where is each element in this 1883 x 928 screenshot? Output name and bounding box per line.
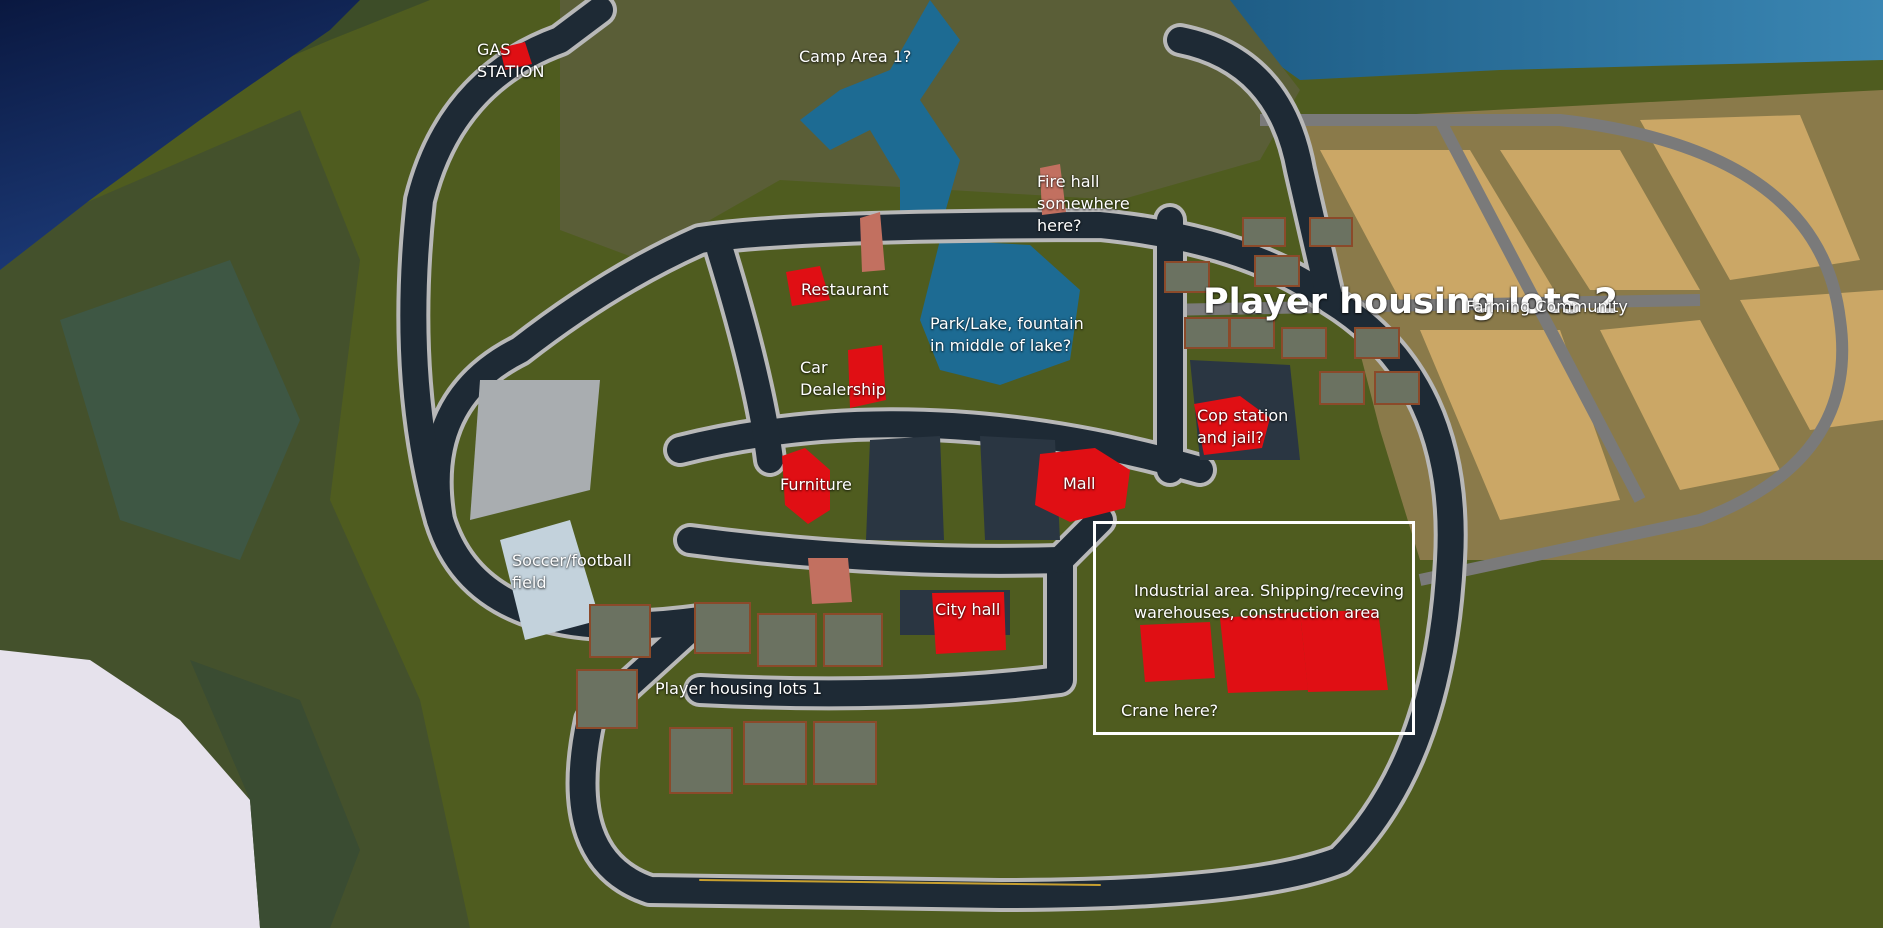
soccer-field-label: Soccer/football field xyxy=(512,551,632,592)
gas-station-building xyxy=(500,42,532,70)
farm-road xyxy=(1260,114,1849,586)
furniture-building xyxy=(782,448,830,524)
farm-field xyxy=(1740,290,1883,430)
housing-lot-1 xyxy=(743,721,807,785)
mall-building xyxy=(1035,448,1130,522)
warehouse-building xyxy=(1300,610,1388,692)
warehouse-building xyxy=(1140,622,1215,682)
furniture-label: Furniture xyxy=(780,475,852,494)
housing-lot-1 xyxy=(694,602,751,654)
farm-field xyxy=(1600,320,1780,490)
beige-building xyxy=(1040,164,1066,215)
housing-lot-1 xyxy=(757,613,817,667)
housing-lot-1 xyxy=(669,727,733,794)
road-center-line xyxy=(699,879,1101,886)
city-hall-building xyxy=(932,592,1006,654)
housing-lot-1 xyxy=(813,721,877,785)
road-inner xyxy=(677,527,1073,707)
warehouse-building xyxy=(1220,612,1308,693)
road-north xyxy=(1167,27,1343,313)
player-housing-2-label: Player housing lots 2 xyxy=(1203,282,1619,322)
housing-lot-2 xyxy=(1242,217,1286,247)
beige-building xyxy=(860,212,885,272)
road-upper xyxy=(707,237,783,473)
ocean-east xyxy=(1230,0,1883,80)
rock-terrain xyxy=(60,260,300,560)
ocean-west xyxy=(0,0,360,270)
housing-lot-2 xyxy=(1319,371,1365,405)
restaurant-label: Restaurant xyxy=(801,280,889,299)
farm-field xyxy=(1500,150,1700,290)
housing-lot-2 xyxy=(1229,317,1275,349)
mountain-rock xyxy=(190,660,360,928)
city-hall-label: City hall xyxy=(935,600,1001,619)
car-dealership-label: Car Dealership xyxy=(800,358,886,399)
farming-community-label: Farming Community xyxy=(1466,297,1628,316)
snow-mountain xyxy=(0,650,260,928)
housing-lot-2 xyxy=(1281,327,1327,359)
road-outer-loop xyxy=(423,212,1464,908)
housing-lot-2 xyxy=(1309,217,1353,247)
housing-lot-2 xyxy=(1254,255,1300,287)
car-dealership-building xyxy=(848,345,886,408)
park-lake-label: Park/Lake, fountain in middle of lake? xyxy=(930,314,1084,355)
restaurant-building xyxy=(786,266,830,306)
lake xyxy=(920,240,1080,385)
soccer-field-area xyxy=(500,520,600,640)
housing-lot-2 xyxy=(1374,371,1420,405)
housing-lot-1 xyxy=(576,669,638,729)
housing-lot-2 xyxy=(1354,327,1400,359)
player-housing-1-label: Player housing lots 1 xyxy=(655,679,823,698)
river xyxy=(800,0,960,240)
mall-label: Mall xyxy=(1063,474,1096,493)
gas-station-label: GAS STATION xyxy=(477,40,545,81)
crane-label: Crane here? xyxy=(1121,701,1219,720)
cop-station-label: Cop station and jail? xyxy=(1197,406,1289,447)
housing-lot-2 xyxy=(1164,261,1210,293)
industrial-area-label: Industrial area. Shipping/receving wareh… xyxy=(1134,581,1405,622)
beige-building xyxy=(808,558,852,604)
housing-lot-1 xyxy=(823,613,883,667)
parking-lot xyxy=(470,380,600,520)
camp-area-label: Camp Area 1? xyxy=(799,47,912,66)
farm-field xyxy=(1320,150,1560,300)
fire-hall-label: Fire hall somewhere here? xyxy=(1037,172,1130,235)
farm-road xyxy=(1434,117,1646,503)
farm-road xyxy=(1159,294,1701,316)
housing-lot-2 xyxy=(1184,317,1230,349)
cop-station-building xyxy=(1194,396,1270,455)
housing-lot-1 xyxy=(589,604,651,658)
road-mid xyxy=(667,411,1213,483)
industrial-zone-outline xyxy=(1093,521,1415,735)
road-west xyxy=(400,0,613,533)
plaza-block xyxy=(866,436,944,540)
